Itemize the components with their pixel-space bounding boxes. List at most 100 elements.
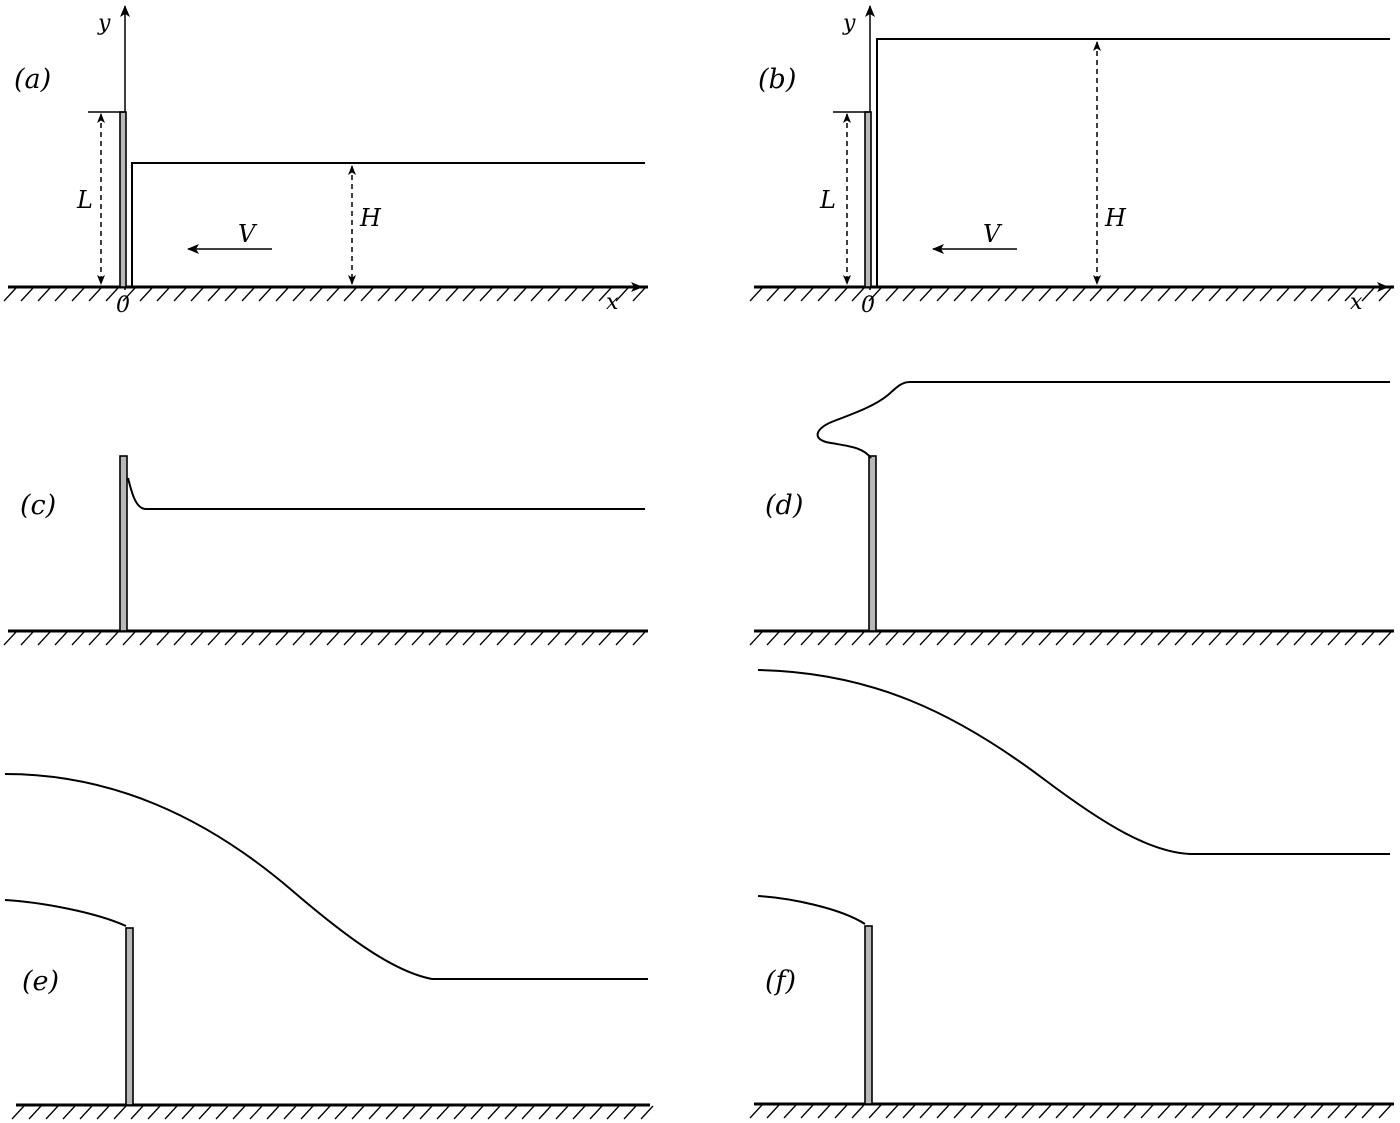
ground-hatch-mark — [936, 631, 950, 646]
ground-hatch-mark — [766, 287, 780, 302]
ground-hatch-mark — [1055, 631, 1069, 646]
ground-hatch-mark — [1259, 287, 1273, 302]
ground-hatch-mark — [513, 631, 527, 646]
ground-hatch-mark — [598, 631, 612, 646]
ground-hatch-mark — [1276, 287, 1290, 302]
ground-hatch-mark — [445, 287, 459, 302]
ground-hatch-mark — [564, 287, 578, 302]
ground-hatch-mark — [241, 287, 255, 302]
ground-hatch-mark — [147, 1105, 161, 1120]
ground-hatch-mark — [800, 1104, 814, 1119]
ground-hatch-mark — [1140, 1104, 1154, 1119]
ground-hatch-mark — [88, 631, 102, 646]
ground-hatch-mark — [326, 287, 340, 302]
ground-hatch-mark — [1174, 631, 1188, 646]
ground-hatch-mark — [783, 1104, 797, 1119]
ground-hatch-mark — [623, 1105, 637, 1120]
ground-hatch-mark — [581, 631, 595, 646]
ground-hatch-mark — [266, 1105, 280, 1120]
ground-hatch-mark — [1174, 287, 1188, 302]
ground-hatch-mark — [1242, 1104, 1256, 1119]
ground-hatch-mark — [360, 631, 374, 646]
ground-hatch-mark — [1157, 287, 1171, 302]
H-label-a: H — [359, 204, 382, 232]
ground-hatch-mark — [1259, 631, 1273, 646]
ground-hatch-mark — [3, 287, 17, 302]
ground-hatch-mark — [224, 631, 238, 646]
ground-hatch-mark — [309, 287, 323, 302]
ground-hatch-mark — [28, 1105, 42, 1120]
ground-hatch-mark — [428, 631, 442, 646]
ground-hatch-mark — [1225, 1104, 1239, 1119]
ground-hatch-mark — [181, 1105, 195, 1120]
ground-hatch-mark — [37, 287, 51, 302]
ground-hatch-mark — [190, 287, 204, 302]
x-axis-label-b: x — [1350, 290, 1363, 315]
ground-hatch-mark — [300, 1105, 314, 1120]
panel-label-f: (f) — [765, 966, 796, 997]
ground-hatch-mark — [445, 631, 459, 646]
ground-hatch-mark — [530, 631, 544, 646]
ground-hatch-mark — [1123, 1104, 1137, 1119]
ground-hatch-mark — [258, 631, 272, 646]
upper-free-surface-e — [4, 773, 648, 980]
origin-label-b: 0 — [861, 293, 875, 318]
ground-hatch-mark — [377, 287, 391, 302]
ground-hatch-mark — [1327, 287, 1341, 302]
ground-hatch-mark — [394, 631, 408, 646]
plate-c — [119, 455, 128, 632]
ground-hatch-mark — [62, 1105, 76, 1120]
ground-hatch-mark — [1378, 631, 1392, 646]
ground-hatch-mark — [1055, 1104, 1069, 1119]
ground-hatch-mark — [428, 287, 442, 302]
ground-hatch-mark — [249, 1105, 263, 1120]
ground-hatch-mark — [1072, 287, 1086, 302]
ground-hatch-mark — [275, 287, 289, 302]
plate-d — [868, 455, 877, 632]
ground-hatch-mark — [766, 631, 780, 646]
ground-hatch-mark — [1242, 287, 1256, 302]
ground-hatch-mark — [207, 631, 221, 646]
ground-hatch-mark — [462, 631, 476, 646]
ground-hatch-mark — [224, 287, 238, 302]
ground-hatch-mark — [385, 1105, 399, 1120]
ground-hatch-mark — [1089, 1104, 1103, 1119]
ground-hatch-mark — [970, 287, 984, 302]
ground-hatch-mark — [1361, 287, 1375, 302]
ground-hatch-mark — [987, 287, 1001, 302]
ground-hatch-mark — [1208, 631, 1222, 646]
ground-hatch-mark — [54, 631, 68, 646]
ground-hatch-mark — [766, 1104, 780, 1119]
panel-label-a: (a) — [14, 64, 51, 95]
L-label-b: L — [819, 186, 836, 214]
ground-hatch-mark — [130, 1105, 144, 1120]
ground-hatch-mark — [1293, 631, 1307, 646]
ground-hatch-mark — [1021, 631, 1035, 646]
ground-hatch-mark — [411, 287, 425, 302]
ground-hatch-mark — [530, 287, 544, 302]
panel-c: (c) — [3, 455, 648, 646]
ground-hatch-mark — [749, 287, 763, 302]
ground-d — [749, 629, 1394, 646]
ground-hatch-mark — [232, 1105, 246, 1120]
ground-hatch-mark — [564, 631, 578, 646]
ground-hatch-mark — [334, 1105, 348, 1120]
ground-hatch-mark — [275, 631, 289, 646]
panel-a: (a) y x 0 L H V — [3, 5, 648, 318]
ground-hatch-mark — [343, 287, 357, 302]
ground-hatch-mark — [817, 631, 831, 646]
ground-hatch-mark — [419, 1105, 433, 1120]
ground-hatch-mark — [3, 631, 17, 646]
ground-hatch-mark — [615, 631, 629, 646]
ground-hatch-mark — [868, 287, 882, 302]
ground-hatch-mark — [479, 631, 493, 646]
ground-hatch-mark — [1361, 631, 1375, 646]
ground-hatch-mark — [1140, 631, 1154, 646]
panel-label-c: (c) — [20, 490, 56, 521]
ground-hatch-mark — [936, 287, 950, 302]
ground-hatch-mark — [139, 287, 153, 302]
V-label-b: V — [983, 220, 1003, 248]
ground-hatch-mark — [88, 287, 102, 302]
ground-hatch-mark — [360, 287, 374, 302]
